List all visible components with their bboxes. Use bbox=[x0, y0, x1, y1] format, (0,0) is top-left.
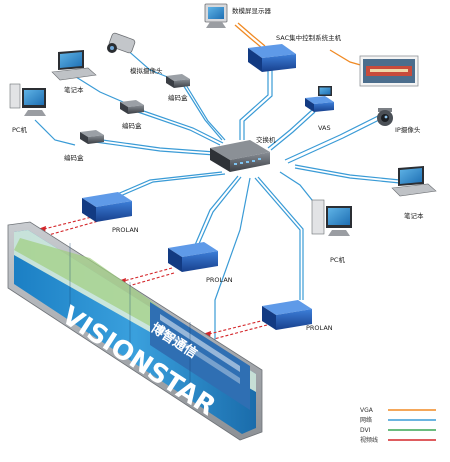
prolan-2-label: PROLAN bbox=[206, 276, 233, 284]
ip-camera[interactable] bbox=[377, 108, 393, 126]
encoder-3-label: 编码盒 bbox=[64, 153, 84, 162]
video-wall bbox=[7, 221, 263, 441]
display-monitor[interactable] bbox=[204, 3, 228, 28]
network-cables bbox=[34, 47, 401, 355]
laptop-left[interactable] bbox=[51, 50, 97, 81]
ip-camera-label: IP摄像头 bbox=[395, 125, 421, 134]
laptop-right-label: 笔记本 bbox=[404, 211, 424, 220]
legend-label: DVI bbox=[360, 427, 371, 434]
encoder-1-label: 编码盒 bbox=[168, 93, 188, 102]
prolan-3-label: PROLAN bbox=[306, 324, 333, 332]
pc-left[interactable] bbox=[9, 83, 46, 116]
legend: VGA 网络 DVI 视频线 bbox=[360, 407, 436, 444]
analog-camera[interactable] bbox=[107, 32, 136, 54]
pc-right[interactable] bbox=[311, 199, 352, 236]
encoder-box-2[interactable] bbox=[120, 100, 144, 114]
vas-server[interactable] bbox=[305, 86, 334, 112]
vas-label: VAS bbox=[318, 124, 331, 132]
ip-camera-view bbox=[359, 55, 419, 87]
pc-left-label: PC机 bbox=[12, 125, 27, 134]
laptop-right[interactable] bbox=[391, 166, 437, 197]
encoder-box-1[interactable] bbox=[166, 74, 190, 88]
controller-label: SAC集中控制系统主机 bbox=[276, 33, 342, 42]
encoder-box-3[interactable] bbox=[80, 130, 104, 144]
switch-label: 交换机 bbox=[256, 135, 276, 144]
prolan-1-label: PROLAN bbox=[112, 226, 139, 234]
display-monitor-label: 数模屏显示器 bbox=[232, 6, 272, 15]
laptop-left-label: 笔记本 bbox=[64, 85, 84, 94]
encoder-2-label: 编码盒 bbox=[122, 121, 142, 130]
legend-label: 网络 bbox=[360, 416, 372, 424]
pc-right-label: PC机 bbox=[330, 255, 345, 264]
controller-host[interactable] bbox=[248, 44, 296, 72]
prolan-box-2[interactable] bbox=[168, 242, 218, 272]
analog-camera-label: 模拟摄像头 bbox=[130, 66, 163, 75]
legend-label: 视频线 bbox=[360, 436, 378, 444]
prolan-box-1[interactable] bbox=[82, 192, 132, 222]
prolan-box-3[interactable] bbox=[262, 300, 312, 330]
network-switch[interactable] bbox=[210, 140, 270, 172]
legend-label: VGA bbox=[360, 407, 374, 414]
